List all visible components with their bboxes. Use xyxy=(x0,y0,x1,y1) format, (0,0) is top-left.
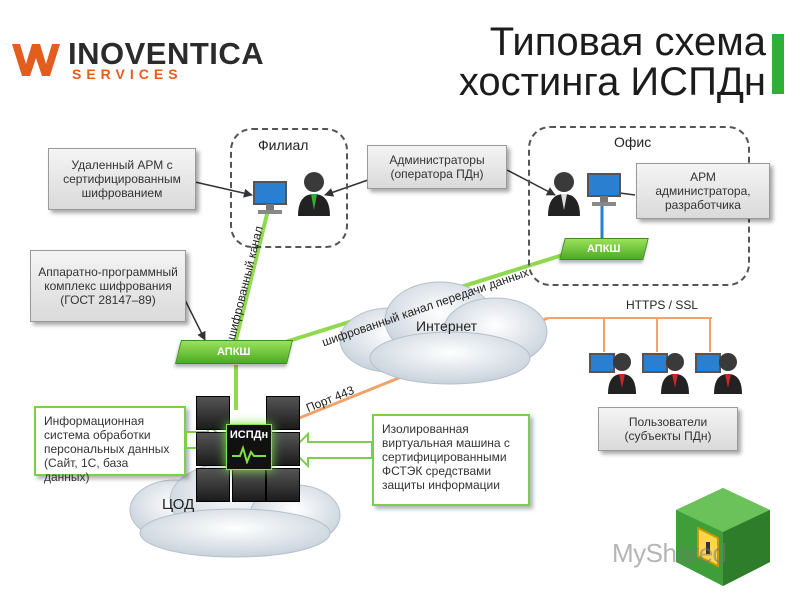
apksh-datacenter-device: АПКШ xyxy=(175,340,293,364)
branch-zone xyxy=(230,128,348,248)
isolated-vm-callout: Изолированная виртуальная машина с серти… xyxy=(372,414,530,506)
admins-callout: Администраторы (оператора ПДн) xyxy=(367,145,507,189)
logo-name: INOVENTICA xyxy=(68,36,265,71)
security-cube-icon xyxy=(676,488,770,586)
branch-label: Филиал xyxy=(258,137,309,153)
arm-admin-callout: АРМ администратора, разработчика xyxy=(636,163,770,219)
public-user-icon xyxy=(642,353,689,394)
inoventica-logo-icon xyxy=(12,44,60,76)
pulse-icon xyxy=(232,444,266,464)
public-user-icon xyxy=(589,353,636,394)
user-icon xyxy=(298,172,330,216)
office-label: Офис xyxy=(614,134,652,150)
remote-arm-callout: Удаленный АРМ с сертифицированным шифров… xyxy=(48,148,196,210)
office-computer-icon xyxy=(587,173,621,206)
admin-user-icon xyxy=(548,172,580,216)
apksh-office-device: АПКШ xyxy=(559,238,649,260)
info-system-callout: Информационная система обработки персона… xyxy=(34,406,186,484)
watermark: MyShared xyxy=(612,538,727,568)
users-callout: Пользователи (субъекты ПДн) xyxy=(598,407,738,451)
datacenter-label: ЦОД xyxy=(162,496,195,513)
https-label: HTTPS / SSL xyxy=(626,298,699,312)
title-accent-bar xyxy=(772,34,784,94)
page-title: Типовая схема хостинга ИСПДн xyxy=(458,20,766,104)
logo-subtitle: SERVICES xyxy=(72,66,183,82)
link-branch-to-apksh xyxy=(234,209,270,341)
crypto-complex-callout: Аппаратно-программный комплекс шифровани… xyxy=(30,250,186,322)
internet-label: Интернет xyxy=(416,318,478,334)
computer-icon xyxy=(253,181,287,214)
arrow-left-icon xyxy=(290,431,372,469)
ispdn-server: ИСПДн xyxy=(226,424,272,470)
internet-cloud-icon xyxy=(339,281,548,385)
server-rack: ИСПДн xyxy=(196,396,302,504)
public-user-icon xyxy=(695,353,742,394)
